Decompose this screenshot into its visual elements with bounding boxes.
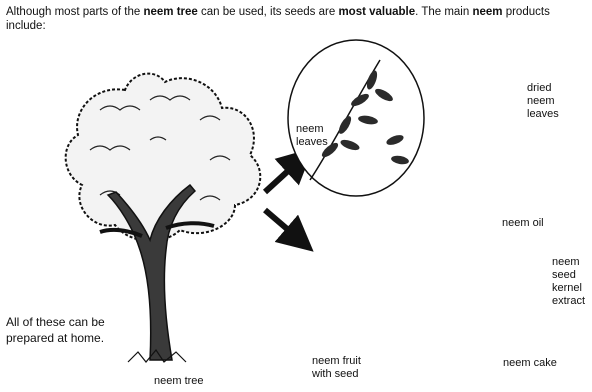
- label-neem-tree: neem tree: [154, 375, 204, 388]
- label-neem-seed-kernel-extract: neem seed kernel extract: [552, 256, 585, 308]
- label-neem-cake: neem cake: [503, 357, 557, 370]
- label-neem-fruit-with-seed: neem fruit with seed: [312, 355, 361, 381]
- label-neem-oil: neem oil: [502, 217, 544, 230]
- label-dried-neem-leaves: dried neem leaves: [527, 82, 559, 121]
- arrow-to-leaves: [265, 160, 300, 192]
- arrow-to-fruit: [265, 210, 300, 240]
- label-neem-leaves: neem leaves: [296, 123, 328, 149]
- neem-leaves-circle: [288, 40, 424, 196]
- label-all-prepared-at-home: All of these can be prepared at home.: [6, 314, 105, 346]
